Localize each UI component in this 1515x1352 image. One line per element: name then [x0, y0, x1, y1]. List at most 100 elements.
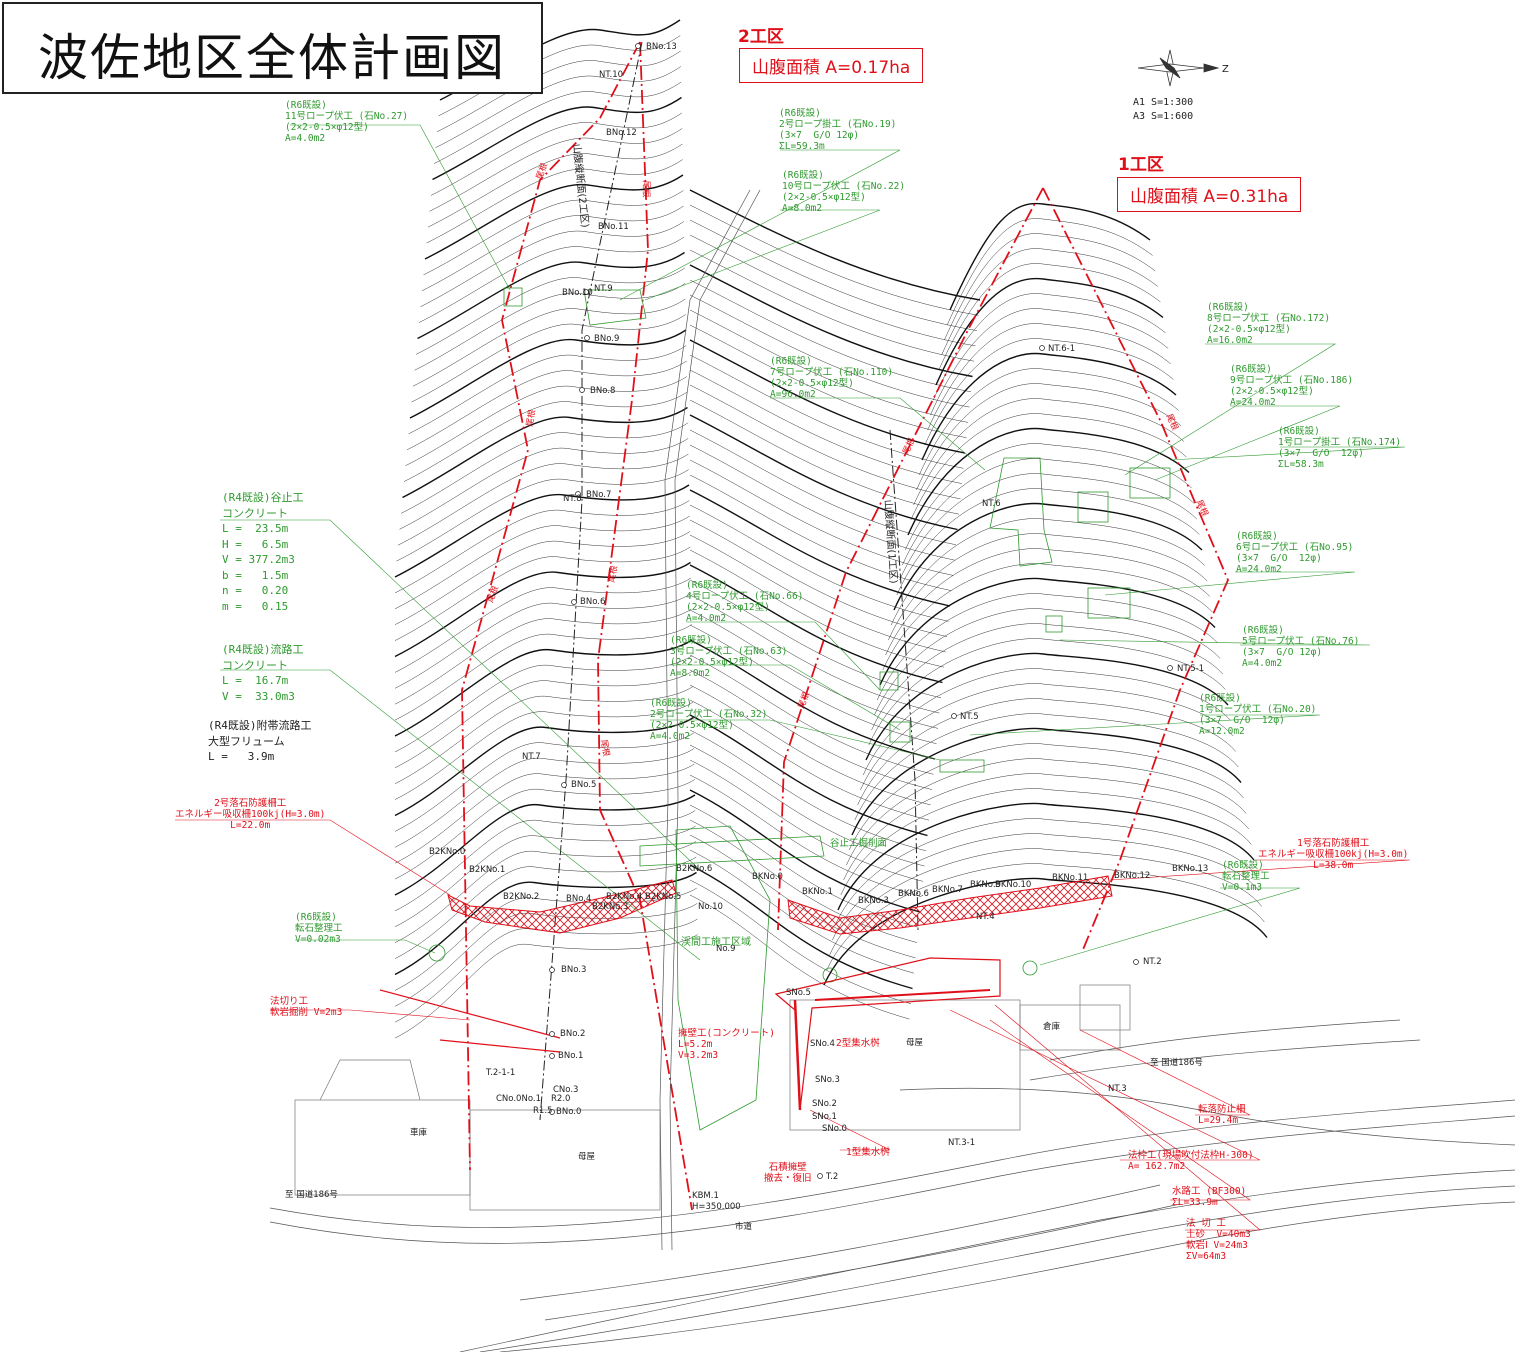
contour-line-75	[689, 414, 958, 531]
zone2-name: 2工区	[738, 27, 784, 47]
contour-line-144	[848, 743, 1244, 851]
contour-line-12	[421, 205, 684, 292]
contour-line-77	[689, 444, 955, 561]
label-bkno10: BKNo.10	[995, 880, 1032, 890]
label-city-road: 市道	[735, 1222, 753, 1232]
annotation-rope-11: (R6既設) 11号ロープ伏工 (石No.27) (2×2-0.5×φ12型) …	[285, 100, 409, 144]
contour-line-70	[689, 339, 966, 454]
contour-line-2	[436, 50, 681, 133]
label-bno12: BNo.12	[606, 128, 637, 138]
contour-line-150	[832, 833, 1260, 941]
contour-line-33	[394, 531, 691, 625]
label-sno4: SNo.4	[810, 1039, 835, 1049]
label-storehouse: 倉庫	[1043, 1022, 1061, 1032]
drawing-title: 波佐地区全体計画図	[38, 29, 506, 87]
leader-lines-red	[175, 819, 1411, 1231]
label-garage: 車庫	[410, 1128, 428, 1138]
annotation-drainage: 水路工 (BF300) ΣL=33.9m	[1172, 1186, 1247, 1208]
contour-line-78	[689, 459, 954, 576]
contour-line-110	[944, 233, 1156, 341]
contour-line-39	[394, 624, 692, 721]
contour-line-22	[406, 360, 687, 451]
contour-line-66	[689, 279, 972, 393]
contour-line-115	[930, 308, 1169, 416]
annotation-slope-cut-total: 法 切 工 土砂 V=40m3 軟岩Ⅰ V=24m3 ΣV=64m3	[1186, 1218, 1251, 1262]
annotation-fence-1: 1号落石防護柵工 エネルギー吸収柵100kj(H=3.0m) L=38.0m	[1258, 838, 1409, 871]
contour-line-51	[394, 810, 696, 912]
contour-line-105	[689, 864, 913, 990]
annotation-rope-10: (R6既設) 10号ロープ伏工 (石No.22) (2×2-0.5×φ12型) …	[782, 170, 906, 214]
contour-line-95	[689, 714, 928, 837]
label-b2kno5: B2KNo.5	[645, 892, 682, 902]
contour-line-114	[932, 293, 1166, 401]
label-route186-east: 至 国道186号	[1150, 1058, 1203, 1068]
buildings	[294, 984, 1131, 1211]
contour-line-18	[412, 298, 686, 387]
annotation-channel: (R4既設)流路工 コンクリート L = 16.7m V = 33.0m3	[222, 643, 304, 703]
annotation-rope-7: (R6既設) 7号ロープ伏工 (石No.110) (2×2-0.5×φ12型) …	[770, 356, 894, 400]
contour-line-64	[689, 249, 975, 362]
contour-line-36	[394, 577, 691, 673]
contour-line-29	[396, 469, 689, 562]
label-nt4: NT.4	[976, 912, 995, 922]
contour-line-121	[913, 398, 1184, 506]
contour-line-24	[403, 391, 688, 482]
contour-line-28	[397, 453, 689, 546]
contour-line-83	[689, 534, 946, 653]
contour-line-98	[689, 759, 924, 882]
contour-line-19	[411, 314, 686, 403]
contour-line-107	[689, 894, 910, 1020]
contour-line-143	[851, 727, 1242, 836]
contour-line-109	[946, 218, 1153, 326]
label-r15: R1.5	[533, 1106, 553, 1116]
contour-line-146	[843, 773, 1249, 881]
label-nt10: NT.10	[599, 70, 624, 80]
green-works	[428, 287, 1171, 1131]
contour-line-41	[394, 655, 693, 753]
contour-line-37	[394, 593, 692, 689]
annotation-check-dam: (R4既設)谷止工 コンクリート L = 23.5m H = 6.5m V = …	[222, 491, 304, 613]
contour-line-63	[689, 234, 976, 347]
label-bkno6: BKNo.6	[898, 889, 929, 899]
contour-line-15	[417, 251, 685, 340]
contour-line-91	[689, 654, 934, 775]
label-bno6: BNo.6	[580, 597, 606, 607]
contour-line-59	[394, 934, 698, 1039]
contour-line-100	[689, 789, 921, 913]
annotation-rope-1: (R6既設) 1号ロープ伏工 (石No.20) (3×7 G/O 12φ) A=…	[1199, 693, 1317, 737]
label-ridge-2: 尾根	[640, 180, 651, 198]
annotation-fence-2: 2号落石防護柵工 エネルギー吸収柵100kj(H=3.0m) L=22.0m	[175, 798, 326, 831]
contour-line-148	[837, 802, 1255, 911]
contour-line-92	[689, 669, 933, 790]
annotation-rope-9: (R6既設) 9号ロープ伏工 (石No.186) (2×2-0.5×φ12型) …	[1230, 364, 1354, 408]
contour-line-124	[904, 443, 1192, 551]
label-bno2: BNo.2	[560, 1029, 586, 1039]
annotation-slope-cut: 法切り工 軟岩掘削 V=2m3	[270, 996, 343, 1018]
label-sno0: SNo.0	[822, 1124, 847, 1134]
label-route186-west: 至 国道186号	[285, 1190, 338, 1200]
contour-line-71	[689, 354, 964, 469]
contour-line-122	[910, 413, 1187, 521]
label-nt9: NT.9	[594, 284, 613, 294]
label-bno1: BNo.1	[558, 1051, 584, 1061]
contour-line-62	[689, 219, 978, 331]
label-bkno3: BKNo.3	[858, 896, 889, 906]
contour-line-14	[418, 236, 685, 323]
contour-line-60	[689, 189, 981, 301]
contour-line-106	[689, 879, 912, 1005]
annotation-rope-5: (R6既設) 5号ロープ伏工 (石No.76) (3×7 G/O 12φ) A=…	[1242, 625, 1360, 669]
contour-line-123	[907, 427, 1190, 536]
contour-line-116	[927, 323, 1171, 431]
label-bno10: BNo.10	[562, 288, 593, 298]
contour-line-27	[399, 438, 689, 530]
annotation-rope-3: (R6既設) 3号ロープ伏工 (石No.63) (2×2-0.5×φ12型) A…	[670, 635, 788, 679]
label-nt8: NT.8	[563, 494, 582, 504]
annotation-catch-basin-1: 1型集水桝	[846, 1147, 890, 1158]
contour-line-43	[394, 686, 694, 784]
north-arrow-icon	[1137, 49, 1220, 87]
label-bno3: BNo.3	[561, 965, 587, 975]
annotation-rope-6: (R6既設) 6号ロープ伏工 (石No.95) (3×7 G/O 12φ) A=…	[1236, 531, 1354, 575]
contour-line-26	[400, 422, 688, 514]
label-main-house-2: 母屋	[578, 1152, 596, 1162]
